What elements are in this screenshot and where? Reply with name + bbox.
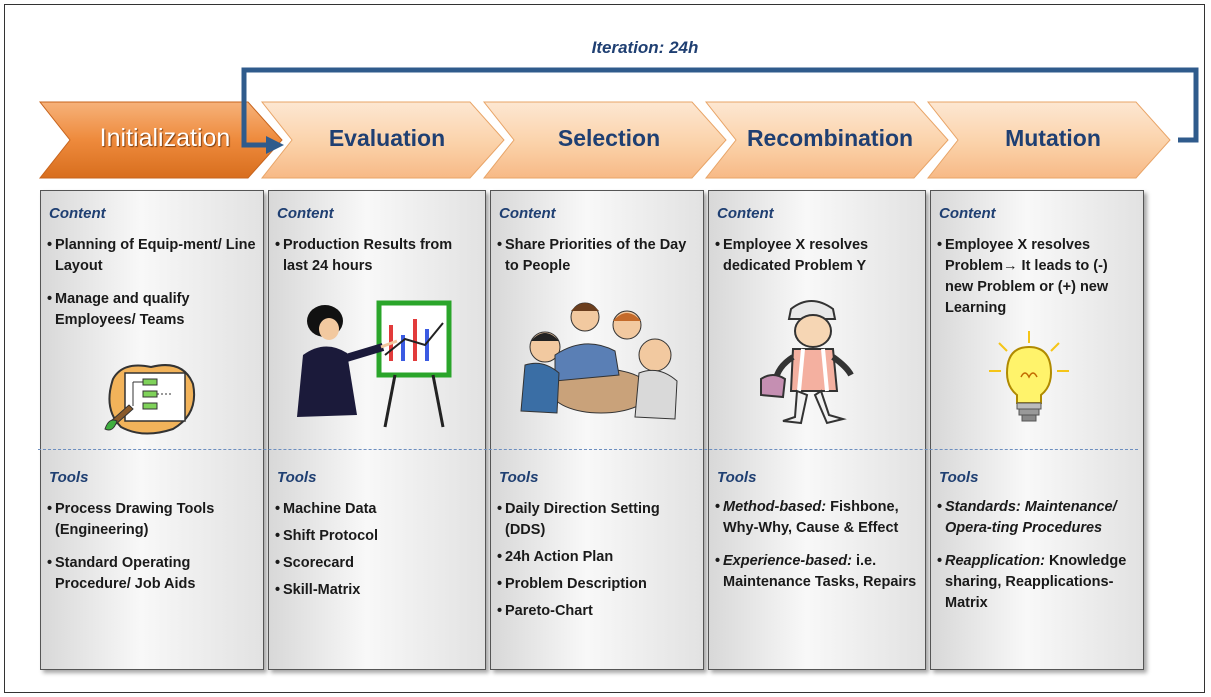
list-item: Shift Protocol: [275, 526, 481, 547]
list-item: Manage and qualify Employees/ Teams: [47, 289, 259, 331]
phase-title-selection: Selection: [557, 125, 661, 151]
list-item: Standards: Maintenance/ Opera-ting Proce…: [937, 497, 1139, 539]
tools-heading: Tools: [277, 469, 317, 486]
chevron-initialization: [38, 101, 283, 179]
content-list: Planning of Equip-ment/ Line Layout Mana…: [47, 235, 259, 343]
tool-text: i.e. Maintenance Tasks, Repairs: [723, 553, 917, 590]
list-item: Problem Description: [497, 574, 699, 595]
tools-heading: Tools: [939, 469, 979, 486]
worker-clipart-icon: [760, 300, 854, 425]
tools-list: Standards: Maintenance/ Opera-ting Proce…: [937, 497, 1139, 626]
flowchart-clipart-icon: [104, 364, 195, 435]
content-list: Employee X resolves Problem→ It leads to…: [937, 235, 1139, 331]
list-item: Pareto-Chart: [497, 601, 699, 622]
phase-title-initialization: Initialization: [99, 124, 231, 152]
list-item: Machine Data: [275, 499, 481, 520]
content-heading: Content: [939, 205, 996, 222]
list-item: 24h Action Plan: [497, 547, 699, 568]
chevron-mutation: [926, 101, 1171, 179]
list-item: Reapplication: Knowledge sharing, Reappl…: [937, 551, 1139, 614]
content-heading: Content: [277, 205, 334, 222]
phase-title-mutation: Mutation: [1005, 125, 1101, 151]
phase-title-recombination: Recombination: [746, 125, 914, 151]
tool-text: Fishbone, Why-Why, Cause & Effect: [723, 499, 899, 536]
tool-label: Method-based:: [723, 499, 827, 515]
tool-label: Standards:: [945, 499, 1021, 515]
tools-list: Daily Direction Setting (DDS) 24h Action…: [497, 499, 699, 628]
panel-evaluation: Content Production Results from last 24 …: [268, 190, 486, 670]
diagram-frame: [4, 4, 1205, 693]
list-item: Skill-Matrix: [275, 580, 481, 601]
list-item: Share Priorities of the Day to People: [497, 235, 699, 277]
list-item: Experience-based: i.e. Maintenance Tasks…: [715, 551, 921, 593]
tool-text: Maintenance/ Opera-ting Procedures: [945, 499, 1117, 536]
content-list: Production Results from last 24 hours: [275, 235, 481, 289]
panel-selection: Content Share Priorities of the Day to P…: [490, 190, 704, 670]
presenter-chart-clipart-icon: [297, 300, 452, 428]
list-item: Method-based: Fishbone, Why-Why, Cause &…: [715, 497, 921, 539]
chevron-evaluation: [260, 101, 505, 179]
chevron-recombination: [704, 101, 949, 179]
list-item: Daily Direction Setting (DDS): [497, 499, 699, 541]
iteration-label: Iteration: 24h: [591, 38, 699, 57]
list-item: Production Results from last 24 hours: [275, 235, 481, 277]
iteration-loop-line: [241, 67, 1199, 148]
content-heading: Content: [499, 205, 556, 222]
list-item: Standard Operating Procedure/ Job Aids: [47, 553, 259, 595]
tool-label: Experience-based:: [723, 553, 852, 569]
list-item: Employee X resolves dedicated Problem Y: [715, 235, 921, 277]
tools-list: Method-based: Fishbone, Why-Why, Cause &…: [715, 497, 921, 605]
team-meeting-clipart-icon: [520, 302, 678, 420]
list-item: Employee X resolves Problem→ It leads to…: [937, 235, 1139, 319]
tool-label: Reapplication:: [945, 553, 1045, 569]
tools-heading: Tools: [49, 469, 89, 486]
panel-recombination: Content Employee X resolves dedicated Pr…: [708, 190, 926, 670]
tool-text: Knowledge sharing, Reapplications-Matrix: [945, 553, 1127, 611]
content-list: Employee X resolves dedicated Problem Y: [715, 235, 921, 289]
tools-list: Machine Data Shift Protocol Scorecard Sk…: [275, 499, 481, 607]
content-heading: Content: [717, 205, 774, 222]
list-item: Scorecard: [275, 553, 481, 574]
chevron-selection: [482, 101, 727, 179]
tools-heading: Tools: [499, 469, 539, 486]
list-item: Process Drawing Tools (Engineering): [47, 499, 259, 541]
content-heading: Content: [49, 205, 106, 222]
panel-mutation: Content Employee X resolves Problem→ It …: [930, 190, 1144, 670]
phase-title-evaluation: Evaluation: [328, 125, 446, 151]
iteration-arrowhead-icon: [266, 136, 284, 154]
tools-heading: Tools: [717, 469, 757, 486]
content-list: Share Priorities of the Day to People: [497, 235, 699, 289]
light-bulb-icon: [989, 331, 1069, 422]
panel-initialization: Content Planning of Equip-ment/ Line Lay…: [40, 190, 264, 670]
content-tools-divider: [38, 449, 1138, 450]
tools-list: Process Drawing Tools (Engineering) Stan…: [47, 499, 259, 607]
list-item: Planning of Equip-ment/ Line Layout: [47, 235, 259, 277]
